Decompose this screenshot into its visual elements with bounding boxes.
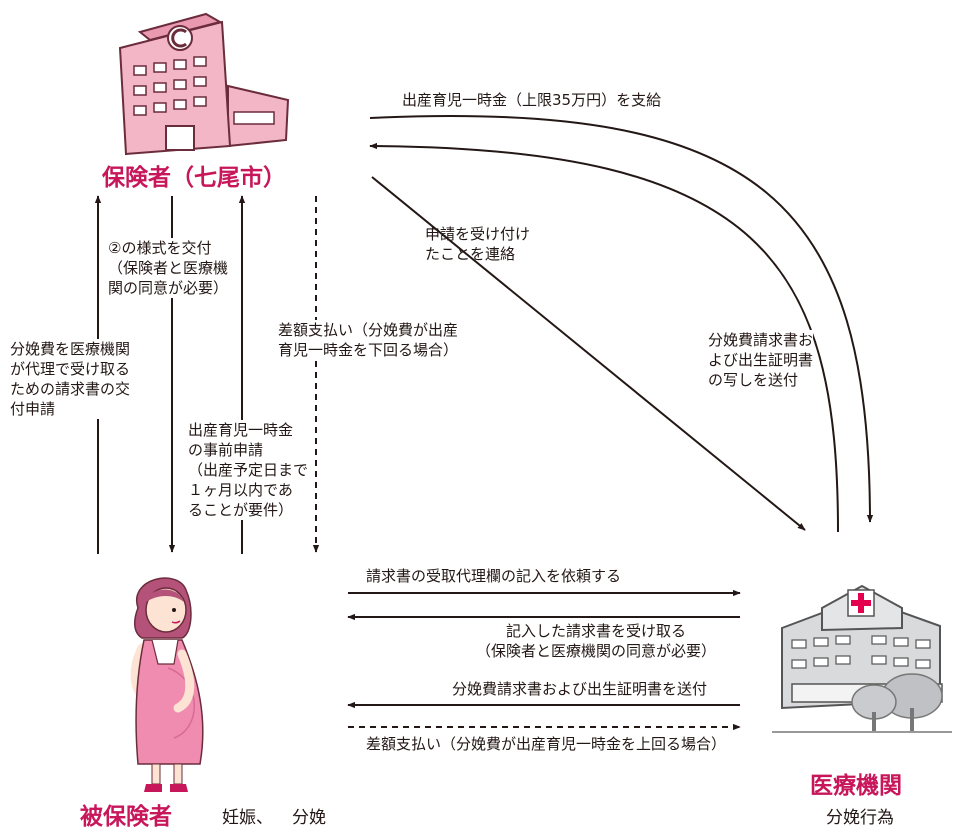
insured-label: 被保険者 — [80, 804, 172, 830]
label-request-apply: 分娩費を医療機関 が代理で受け取る ための請求書の交 付申請 — [10, 339, 131, 419]
hospital-building-icon — [772, 584, 952, 733]
label-hospital-send: 分娩費請求書お よび出生証明書 の写しを送付 — [708, 330, 814, 390]
hospital-label: 医療機関 — [810, 773, 902, 799]
label-payment: 出産育児一時金（上限35万円）を支給 — [402, 91, 662, 109]
insured-note-delivery: 分娩 — [292, 808, 326, 828]
label-send-docs: 分娩費請求書および出生証明書を送付 — [452, 680, 708, 698]
insured-note-pregnancy: 妊娠、 — [222, 808, 273, 828]
label-receive-form: 記入した請求書を受け取る — [506, 622, 687, 640]
label-notify: 申請を受け付け たことを連絡 — [425, 225, 531, 263]
arrow-hospital-send — [369, 142, 839, 533]
insurer-label: 保険者（七尾市） — [102, 165, 286, 191]
pregnant-woman-icon — [130, 577, 204, 792]
label-diff-hospital: 差額支払い（分娩費が出産育児一時金を上回る場合） — [366, 735, 727, 753]
label-form-issue: ②の様式を交付 （保険者と医療機 関の同意が必要） — [108, 238, 229, 298]
hospital-note: 分娩行為 — [826, 808, 894, 828]
label-diff-insurer: 差額支払い（分娩費が出産 育児一時金を下回る場合） — [278, 320, 459, 360]
label-receive-form-note: （保険者と医療機関の同意が必要） — [476, 642, 717, 660]
label-pre-apply: 出産育児一時金 の事前申請 （出産予定日まで １ヶ月以内であ ることが要件） — [188, 420, 309, 520]
city-hall-building-icon — [118, 12, 290, 156]
label-ask-fill: 請求書の受取代理欄の記入を依頼する — [366, 567, 622, 585]
arrow-notify — [371, 176, 806, 531]
arrow-payment — [369, 115, 874, 523]
